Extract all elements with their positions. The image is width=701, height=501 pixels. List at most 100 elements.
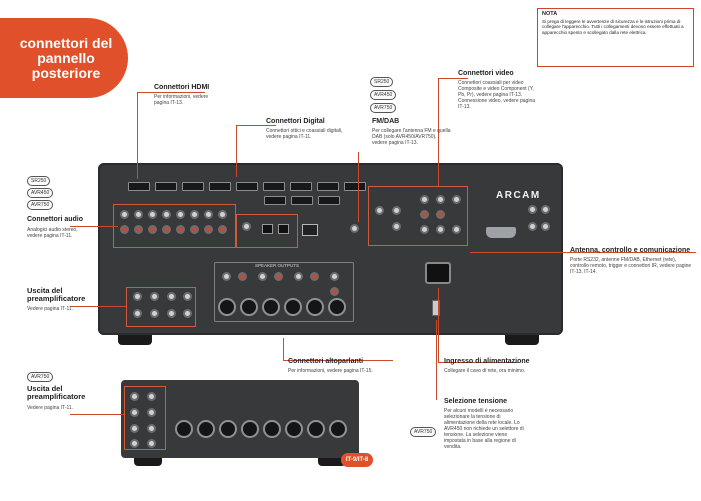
speaker-binding-post	[306, 298, 324, 316]
preamp-output-frame-2	[124, 386, 166, 450]
label-power-title: Ingresso di alimentazione	[444, 358, 530, 365]
rca-jack	[176, 210, 185, 219]
component-video-jack	[436, 225, 445, 234]
rca-jack	[148, 210, 157, 219]
rca-jack	[148, 225, 157, 234]
component-video-jack	[420, 210, 429, 219]
rs232-port	[486, 227, 516, 238]
leader-line-digital	[236, 125, 237, 177]
preout-jack	[130, 439, 139, 448]
hdmi-port	[236, 182, 258, 191]
component-video-jack	[452, 195, 461, 204]
speaker-binding-post	[284, 298, 302, 316]
model-badge: SR250	[370, 77, 394, 87]
rca-jack	[120, 210, 129, 219]
rca-jack	[190, 225, 199, 234]
model-badge: AVR750	[27, 372, 54, 382]
hdmi-port	[344, 182, 366, 191]
leader-line-hdmi	[137, 92, 205, 93]
model-badge: AVR450	[27, 188, 54, 198]
leader-line-fmdab	[358, 152, 359, 222]
speaker-binding-post	[218, 298, 236, 316]
preout-jack	[150, 292, 159, 301]
leader-line-digital	[236, 125, 276, 126]
section-title-badge: connettori del pannello posteriore	[0, 18, 128, 98]
speaker-terminals-block	[214, 262, 354, 322]
leader-line-voltage	[436, 320, 437, 400]
preout-jack	[130, 392, 139, 401]
rca-jack	[162, 210, 171, 219]
preout-jack	[183, 309, 192, 318]
rca-jack	[204, 225, 213, 234]
voltage-selector-switch	[432, 300, 440, 316]
xlr-output	[329, 420, 347, 438]
label-antenna-title: Antenna, controllo e comunicazione	[570, 247, 691, 254]
xlr-output	[241, 420, 259, 438]
label-audio-title: Connettori audio	[27, 216, 83, 223]
label-digital-desc: Connettori ottici e coassiali digitali, …	[266, 128, 343, 140]
rca-jack	[134, 225, 143, 234]
leader-line-power	[438, 288, 439, 362]
audio-connectors-frame	[113, 204, 236, 248]
speaker-terminal	[330, 272, 339, 281]
chassis-foot-right	[505, 335, 539, 345]
brand-logo: ARCAM	[496, 190, 541, 201]
leader-line-hdmi	[137, 92, 138, 179]
speaker-terminal	[294, 272, 303, 281]
model-badge: AVR750	[27, 200, 54, 210]
hdmi-port	[182, 182, 204, 191]
label-voltage-title: Selezione tensione	[444, 398, 508, 405]
label-fmdab-title: FM/DAB	[372, 118, 400, 125]
preout-jack	[147, 392, 156, 401]
leader-line-antenna	[470, 252, 696, 253]
ir-jack	[541, 222, 550, 231]
speaker-terminal	[258, 272, 267, 281]
preout-jack	[147, 424, 156, 433]
leader-line-speakers	[283, 360, 393, 361]
ir-jack	[528, 222, 537, 231]
speaker-outputs-label: SPEAKER OUTPUTS	[255, 263, 300, 268]
trigger-jack	[541, 205, 550, 214]
preout-jack	[130, 408, 139, 417]
preout-jack	[147, 439, 156, 448]
model-badge: AVR750	[410, 427, 437, 437]
label-preamp2-title: Uscita del preamplificatore	[27, 384, 86, 401]
rca-jack	[392, 222, 401, 231]
speaker-terminal	[274, 272, 283, 281]
component-video-jack	[436, 210, 445, 219]
label-fmdab-desc: Per collegare l'antenna FM e quella DAB …	[372, 128, 451, 146]
video-connectors-frame	[368, 186, 468, 246]
note-box: NOTA Si prega di leggere le avvertenze d…	[537, 8, 694, 67]
hdmi-port	[290, 182, 312, 191]
speaker-binding-post	[328, 298, 346, 316]
optical-input	[262, 224, 273, 234]
note-text: Si prega di leggere le avvertenze di sic…	[542, 18, 684, 35]
rca-jack	[190, 210, 199, 219]
leader-line-preamp-2	[70, 414, 124, 415]
sub-chassis-foot	[134, 458, 162, 466]
model-badge: SR250	[27, 176, 51, 186]
hdmi-port	[209, 182, 231, 191]
label-speakers-desc: Per informazioni, vedere pagina IT-15.	[288, 368, 373, 374]
rca-jack	[218, 210, 227, 219]
label-video-desc: Connettori coassiali per video Composite…	[458, 80, 535, 110]
label-audio-desc: Analogici audio stereo, vedere pagina IT…	[27, 227, 78, 239]
hdmi-port	[155, 182, 177, 191]
rca-jack	[218, 225, 227, 234]
label-digital-title: Connettori Digital	[266, 118, 325, 125]
chassis-foot-left	[118, 335, 152, 345]
sub-chassis-foot	[318, 458, 346, 466]
label-preamp-desc: Vedere pagina IT-11.	[27, 306, 74, 312]
hdmi-port	[263, 182, 285, 191]
preamp-output-frame	[126, 287, 196, 327]
speaker-terminal	[238, 272, 247, 281]
xlr-output	[219, 420, 237, 438]
rear-panel-variant	[121, 380, 359, 458]
preout-jack	[150, 309, 159, 318]
leader-line-audio	[70, 226, 118, 227]
xlr-output	[307, 420, 325, 438]
label-hdmi-desc: Per informazioni, vedere pagina IT-13.	[154, 94, 209, 106]
preout-jack	[130, 424, 139, 433]
note-heading: NOTA	[542, 11, 558, 17]
xlr-output	[285, 420, 303, 438]
